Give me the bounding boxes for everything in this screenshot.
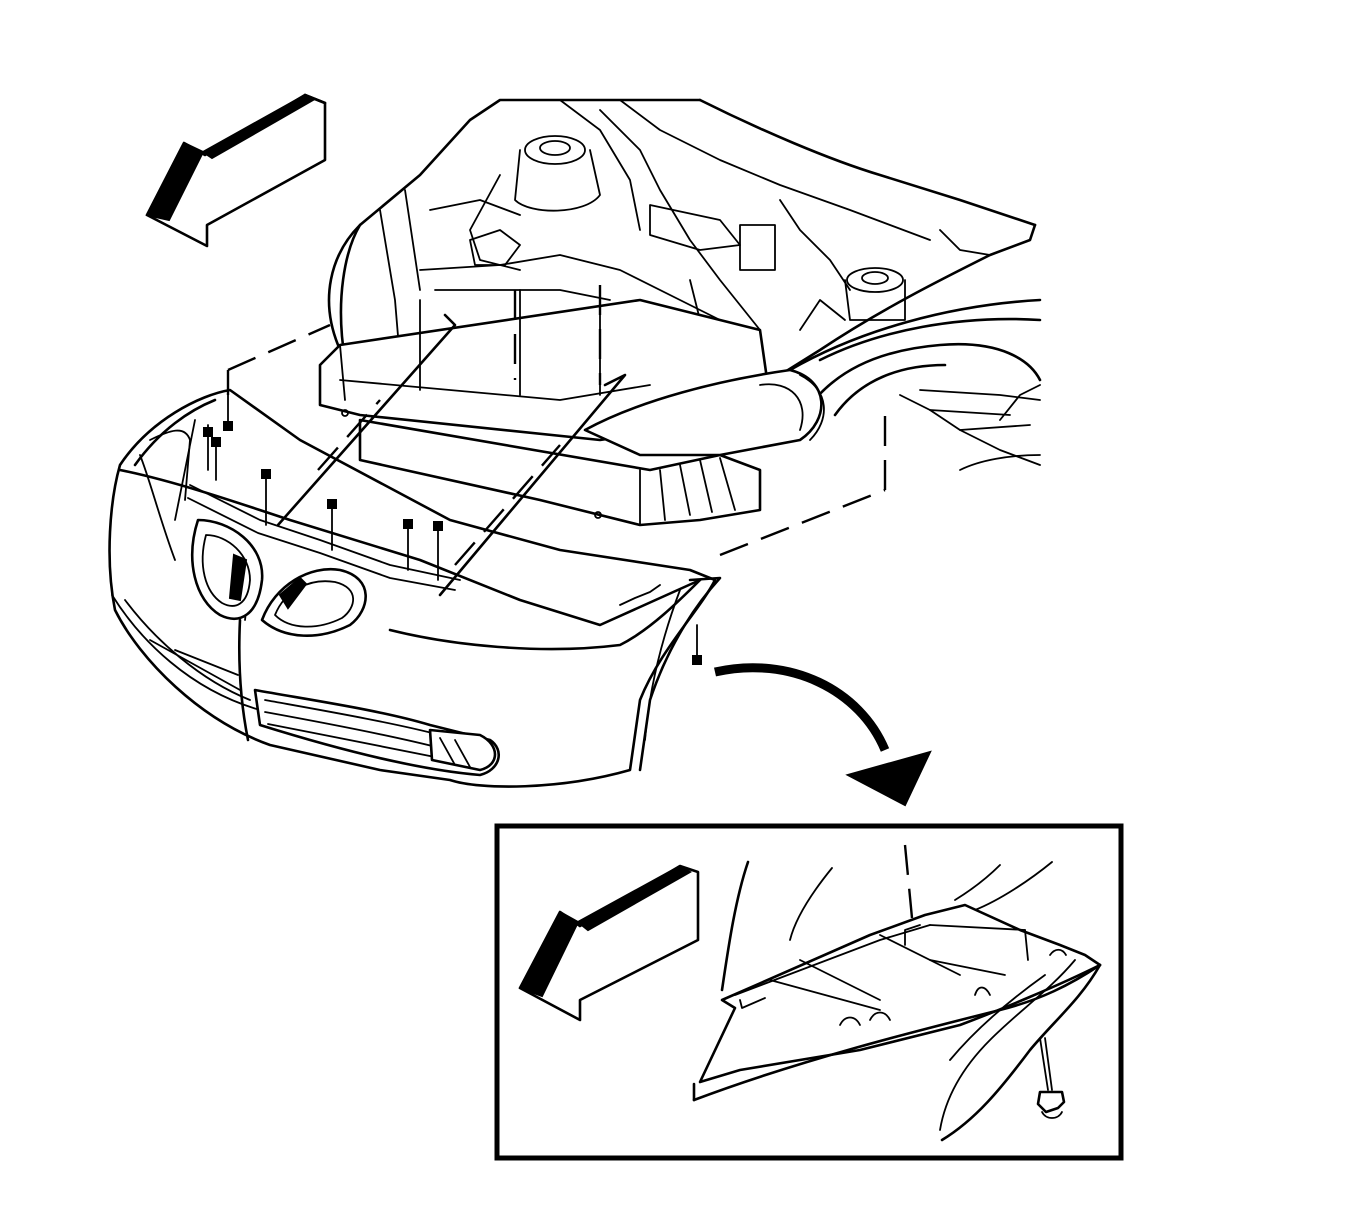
callout-arrow-icon <box>714 663 932 807</box>
detail-inset <box>494 823 1124 1161</box>
bolt-5 <box>327 499 337 551</box>
bolt-2 <box>203 424 213 471</box>
engine-compartment <box>318 98 1037 527</box>
headlamp-right <box>583 368 825 457</box>
front-fascia <box>108 388 722 788</box>
bolt-3 <box>211 437 221 481</box>
inset-forward-arrow-icon <box>518 864 700 1022</box>
inset-fastener <box>1036 1037 1066 1119</box>
forward-arrow-icon <box>145 93 327 248</box>
bolt-7 <box>433 521 443 581</box>
bolt-6 <box>403 519 413 571</box>
upper-fasteners <box>203 384 702 665</box>
right-fender <box>788 298 1042 471</box>
bolt-4 <box>261 469 271 526</box>
bolt-lower <box>692 624 702 665</box>
assembly-guide-lines <box>226 285 887 597</box>
